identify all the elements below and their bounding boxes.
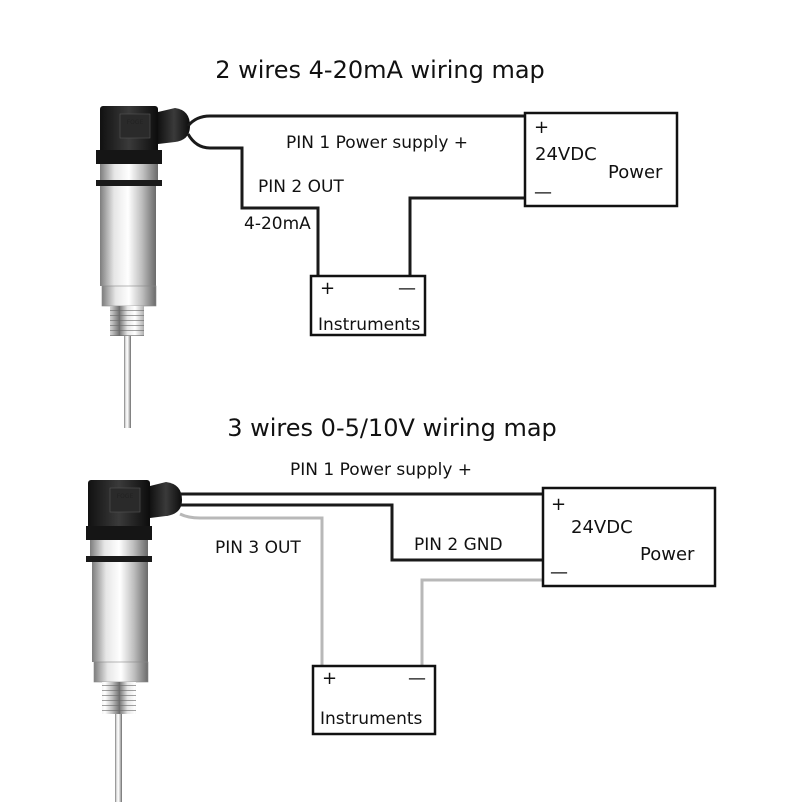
instrument-box-1: + — Instruments — [309, 274, 427, 337]
power-minus-symbol: — — [534, 182, 552, 203]
pressure-sensor-1: FOGE — [96, 106, 190, 428]
instrument-box-2: + — Instruments — [311, 664, 437, 736]
wires-diagram1 — [186, 114, 525, 276]
instrument-plus-symbol: + — [322, 668, 337, 689]
power-plus-symbol: + — [534, 117, 549, 138]
sensor-body — [92, 562, 148, 662]
power-name: Power — [608, 162, 663, 183]
power-supply-box-1: + 24VDC Power — — [523, 111, 679, 208]
diagram-3-wire: 3 wires 0-5/10V wiring map FOGE PIN 1 Po… — [86, 414, 717, 802]
wire-return — [420, 578, 543, 666]
wire-pin1 — [186, 114, 525, 127]
pin2-label: PIN 2 OUT — [258, 177, 344, 197]
power-voltage: 24VDC — [571, 517, 633, 538]
instrument-plus-symbol: + — [320, 278, 335, 299]
power-voltage: 24VDC — [535, 144, 597, 165]
cable-gland — [150, 482, 182, 518]
diagram2-title: 3 wires 0-5/10V wiring map — [227, 414, 557, 442]
wire-return — [408, 196, 525, 276]
wires-diagram2 — [179, 492, 543, 666]
instrument-minus-symbol: — — [408, 668, 426, 689]
power-plus-symbol: + — [551, 494, 566, 515]
cable-gland — [158, 108, 190, 144]
power-name: Power — [640, 544, 695, 565]
pin1-label: PIN 1 Power supply + — [290, 460, 472, 480]
pin3-label: PIN 3 OUT — [215, 538, 301, 558]
probe — [124, 336, 131, 428]
power-supply-box-2: + 24VDC Power — — [541, 486, 717, 588]
wire-pin3 — [179, 512, 324, 666]
power-minus-symbol: — — [550, 562, 568, 583]
pin2-label: PIN 2 GND — [414, 535, 503, 555]
pressure-sensor-2: FOGE — [86, 480, 182, 802]
diagram-2-wire: 2 wires 4-20mA wiring map FOGE PIN 1 Pow… — [96, 56, 679, 428]
probe — [115, 714, 122, 802]
instrument-name: Instruments — [318, 315, 421, 335]
pin1-label: PIN 1 Power supply + — [286, 133, 468, 153]
signal-label: 4-20mA — [244, 214, 311, 234]
sensor-brand-label: FOGE — [117, 493, 134, 500]
diagram1-title: 2 wires 4-20mA wiring map — [215, 56, 545, 84]
instrument-name: Instruments — [320, 709, 423, 729]
thread — [102, 682, 136, 714]
wire-pin2 — [186, 133, 320, 276]
sensor-brand-label: FOGE — [127, 119, 144, 126]
sensor-body — [100, 186, 156, 286]
wire-pin2 — [180, 503, 543, 562]
thread — [110, 306, 144, 336]
instrument-minus-symbol: — — [398, 278, 416, 299]
